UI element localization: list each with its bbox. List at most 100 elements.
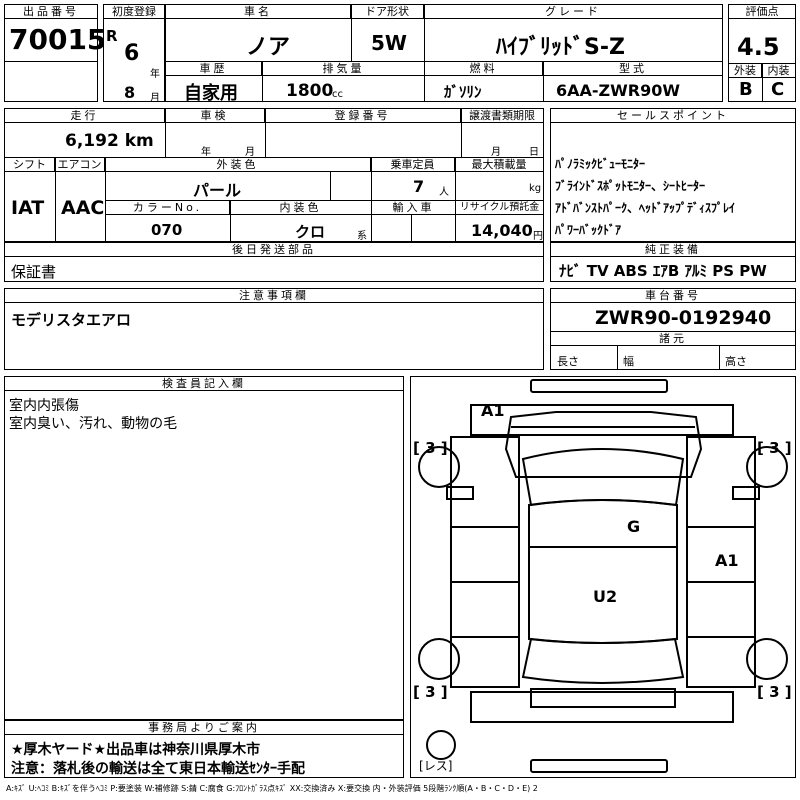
first-reg-label: 初度登録 [104,5,164,19]
equipment-box: 純正装備 ﾅﾋﾞ TV ABS ｴｱB ｱﾙﾐ PS PW [550,242,796,282]
fuel-label: 燃料 [425,62,543,76]
front-panel [470,404,734,436]
exterior-score: B [739,79,753,100]
inspector-line-1: 室内内張傷 [9,398,79,414]
equipment-label: 純正装備 [551,243,795,257]
door-value: 5W [371,31,407,55]
exterior-color-value: パール [193,181,242,200]
sales-point-4: ﾊﾟﾜｰﾊﾞｯｸﾄﾞｱ [555,223,622,237]
notes-value: モデリスタエアロ [11,311,132,329]
max-load-label: 最大積載量 [455,158,543,172]
aircon-label: エアコン [55,158,105,172]
score-box: 評価点 4.5 外装 内装 B C [728,4,796,102]
transfer-month-unit: 月 [491,147,501,158]
history-value: 自家用 [184,83,238,104]
inspector-box: 検査員記入欄 室内内張傷 室内臭い、汚れ、動物の毛 [4,376,404,720]
year-unit: 年 [150,69,160,80]
max-load-unit: kg [529,183,542,194]
mark-right-door: A1 [715,551,739,570]
hood [504,411,703,478]
chassis-box: 車台番号 ZWR90-0192940 諸元 長さ 幅 高さ [550,288,796,370]
shift-value: IAT [11,197,45,219]
color-no-value: 070 [151,221,183,239]
car-outline [418,379,788,773]
first-reg-era: R [106,27,118,45]
grade-label: グレード [424,5,722,19]
mirror-right [732,486,760,500]
capacity-label: 乗車定員 [371,158,455,172]
tire-rear-left [418,638,460,680]
score-value: 4.5 [737,33,780,61]
right-side [686,436,756,688]
mark-front-left: A1 [481,401,505,420]
lot-box: 出品番号 70015 [4,4,106,102]
notes-label: 注意事項欄 [5,289,543,303]
left-side [450,436,520,688]
shift-label: シフト [5,158,55,172]
score-label: 評価点 [729,5,795,19]
capacity-unit: 人 [439,187,449,198]
sales-point-2: ﾌﾞﾗｲﾝﾄﾞｽﾎﾟｯﾄﾓﾆﾀｰ、ｼｰﾄﾋｰﾀｰ [555,179,706,193]
sales-points-label: セールスポイント [551,109,795,123]
mileage-label: 走行 [5,109,165,123]
capacity-value: 7 [413,177,425,196]
model-code-value: 6AA-ZWR90W [556,81,681,100]
inspector-line-2: 室内臭い、汚れ、動物の毛 [9,416,178,432]
door-label: ドア形状 [351,5,424,19]
interior-color-value: クロ [295,223,326,241]
car-name-label: 車名 [166,5,351,19]
tailgate [530,688,676,708]
inspector-label: 検査員記入欄 [5,377,403,391]
mark-floor: U2 [593,587,618,606]
later-parts-label: 後日発送部品 [5,243,543,257]
lot-number: 70015 [9,23,107,56]
rear-panel [470,691,734,723]
front-bumper [530,379,668,393]
later-parts-value: 保証書 [11,263,57,281]
exterior-color-label: 外装色 [105,158,371,172]
tire-front-left [418,446,460,488]
recycle-unit: 円 [533,231,543,242]
tread-rear-left: [ 3 ] [413,683,448,701]
legend: A:ｷｽﾞ U:ﾍｺﾐ B:ｷｽﾞを伴うﾍｺﾐ P:要塗装 W:補修跡 S:錆 … [6,784,538,793]
rear-window [521,637,685,684]
dims-label: 諸元 [551,332,795,346]
interior-score: C [771,79,785,100]
tire-rear-right [746,638,788,680]
interior-color-label: 内装色 [230,201,371,215]
tread-front-right: [ 3 ] [757,439,792,457]
grade-value: ﾊｲﾌﾞﾘｯﾄﾞS-Z [496,35,625,60]
sales-point-3: ｱﾄﾞﾊﾞﾝｽﾄﾊﾟｰｸ、ﾍｯﾄﾞｱｯﾌﾟﾃﾞｨｽﾌﾟﾚｲ [555,201,736,215]
exterior-label: 外装 [729,64,762,78]
dims-width: 幅 [623,355,634,368]
dims-length: 長さ [557,355,579,368]
month-unit: 月 [150,93,160,104]
sales-point-1: ﾊﾟﾉﾗﾐｯｸﾋﾞｭｰﾓﾆﾀｰ [555,157,646,171]
spare-tire [426,730,456,760]
roof [528,499,678,644]
displacement-label: 排気量 [263,62,424,76]
inspection-label: 車検 [165,109,265,123]
later-parts-box: 後日発送部品 保証書 [4,242,544,282]
history-label: 車歴 [166,62,262,76]
dims-height: 高さ [725,355,747,368]
spare-label: [レス] [419,759,453,773]
model-code-label: 型式 [544,62,722,76]
first-reg-box: 初度登録 R 6 年 8 月 [103,4,165,104]
color-no-label: カラーNo. [106,201,230,215]
rear-bumper [530,759,668,773]
mirror-left [446,486,474,500]
import-label: 輸入車 [372,201,455,215]
equipment-value: ﾅﾋﾞ TV ABS ｴｱB ｱﾙﾐ PS PW [559,262,767,280]
tread-rear-right: [ 3 ] [757,683,792,701]
car-info-box: 車名 ノア ドア形状 5W グレード ﾊｲﾌﾞﾘｯﾄﾞS-Z 車歴 自家用 排気… [165,4,723,104]
sales-points-box: セールスポイント ﾊﾟﾉﾗﾐｯｸﾋﾞｭｰﾓﾆﾀｰ ﾌﾞﾗｲﾝﾄﾞｽﾎﾟｯﾄﾓﾆﾀ… [550,108,796,242]
mileage-value: 6,192 km [65,131,154,151]
first-reg-month: 8 [124,83,136,102]
lot-label: 出品番号 [5,5,97,19]
fuel-value: ｶﾞｿﾘﾝ [444,83,482,101]
office-line-1: ★厚木ヤード★出品車は神奈川県厚木市 [11,742,261,758]
office-line-2: 注意：落札後の輸送は全て東日本輸送ｾﾝﾀｰ手配 [11,761,305,777]
transfer-doc-label: 譲渡書類期限 [461,109,543,123]
chassis-number: ZWR90-0192940 [595,307,772,329]
